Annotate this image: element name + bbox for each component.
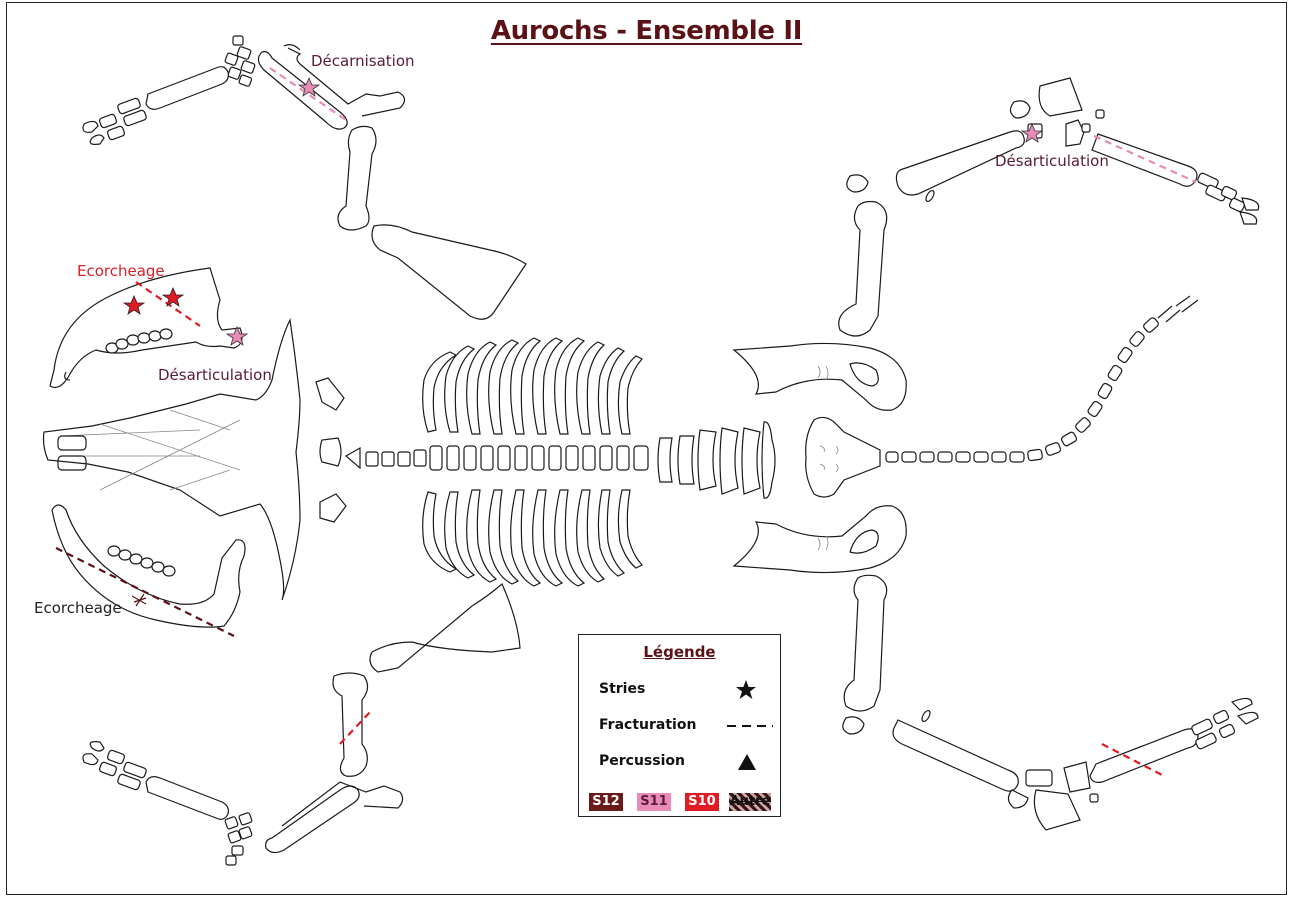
- swatch-s10: S10: [685, 793, 719, 811]
- tail-vertebrae: [886, 296, 1198, 462]
- star-icon: [735, 679, 757, 701]
- swatch-s12: S12: [589, 793, 623, 811]
- hindlimb-upper-right: [839, 78, 1259, 336]
- phalanges: [83, 98, 147, 145]
- legend-label-stries: Stries: [599, 681, 645, 697]
- triangle-icon: [737, 753, 757, 771]
- scapula: [372, 225, 526, 319]
- label-decarnisation: Décarnisation: [311, 52, 415, 70]
- humerus: [333, 673, 368, 776]
- label-ecorcheage-lower: Ecorcheage: [34, 599, 122, 617]
- sacrum: [806, 417, 880, 497]
- metatarsal: [1090, 729, 1198, 783]
- teeth-row: [108, 546, 175, 576]
- legend-title: Légende: [579, 643, 780, 661]
- carpal-bones: [225, 36, 256, 87]
- humerus: [338, 126, 376, 230]
- label-desarticulation-hind: Désarticulation: [995, 152, 1109, 170]
- legend-label-fracturation: Fracturation: [599, 717, 696, 733]
- legend-box: Légende Stries Fracturation Percussion S…: [578, 634, 781, 817]
- label-desarticulation-jaw: Désarticulation: [158, 366, 272, 384]
- metacarpal: [146, 777, 228, 820]
- label-ecorcheage-upper: Ecorcheage: [77, 262, 165, 280]
- femur: [839, 202, 887, 337]
- swatch-autre: Autre: [729, 793, 771, 811]
- femur: [844, 575, 886, 711]
- metacarpal: [146, 67, 228, 110]
- hindlimb-lower-right: [843, 575, 1258, 830]
- forelimb-lower-left: [83, 584, 520, 865]
- swatch-s11: S11: [637, 793, 671, 811]
- dashed-line-icon: [727, 723, 773, 729]
- legend-label-percussion: Percussion: [599, 753, 685, 769]
- scapula: [370, 584, 520, 672]
- radius-ulna: [266, 786, 360, 853]
- tibia: [893, 720, 1018, 791]
